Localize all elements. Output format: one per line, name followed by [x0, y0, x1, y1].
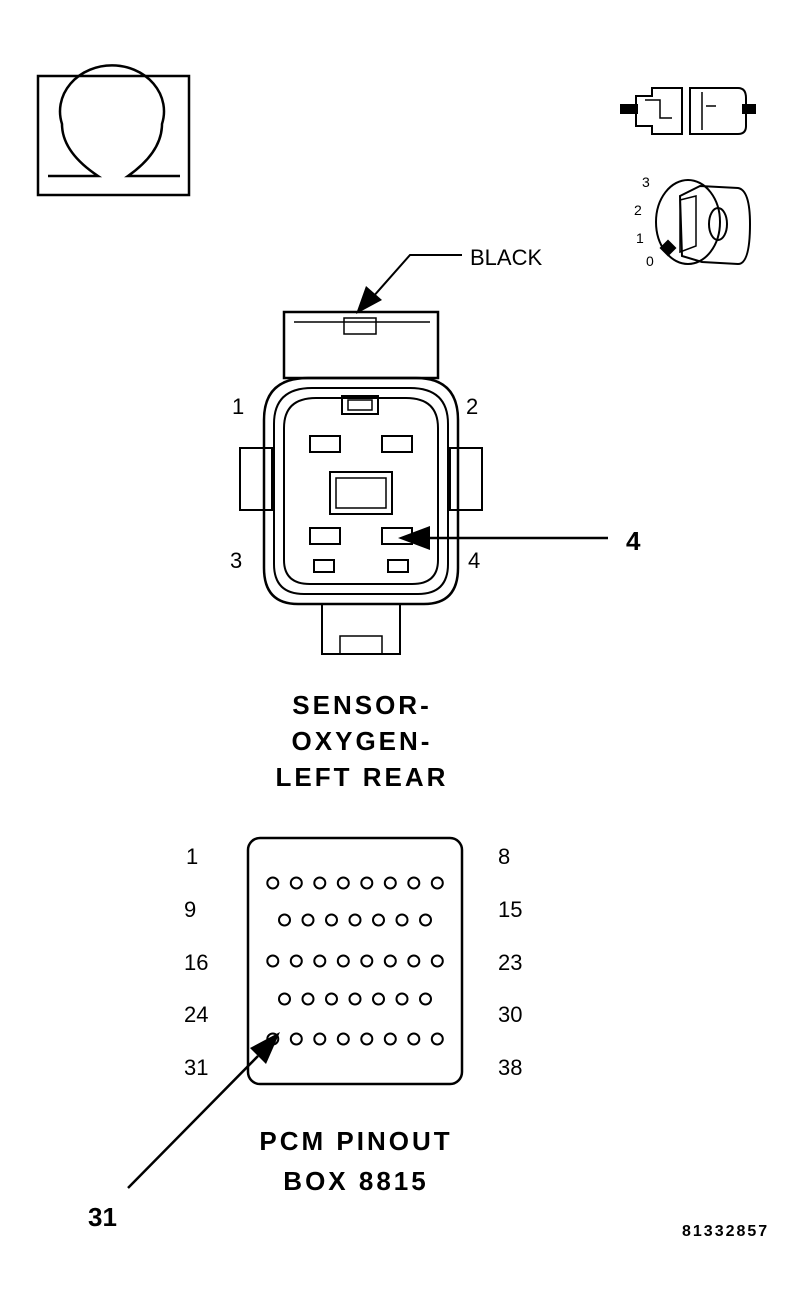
pcm-pin — [325, 992, 338, 1006]
pcm-pin — [407, 1032, 421, 1046]
pcm-pin — [430, 1032, 444, 1046]
pcm-pin — [430, 954, 444, 968]
pcm-pin — [419, 913, 432, 927]
pcm-row-left-label-2: 9 — [184, 897, 196, 922]
pcm-row-right-label-1: 8 — [498, 844, 510, 869]
pcm-pin — [348, 992, 362, 1006]
wire-color-callout: BLACK — [356, 245, 542, 314]
pcm-pin — [407, 876, 421, 890]
pcm-pin — [383, 876, 397, 890]
pcm-pin — [395, 913, 409, 927]
pcm-row-right-label-5: 38 — [498, 1055, 522, 1080]
pcm-row-left-label-3: 16 — [184, 950, 208, 975]
connector-title: SENSOR- OXYGEN- LEFT REAR — [276, 690, 449, 792]
cavity-label-3: 3 — [230, 548, 242, 573]
pcm-pin — [336, 1032, 350, 1046]
pcm-pinout-box: 1 9 16 24 31 8 15 23 30 38 — [184, 836, 522, 1086]
pcm-pin — [325, 913, 338, 927]
pcm-pin — [313, 876, 327, 890]
pcm-pin — [383, 954, 397, 968]
pin-31-callout-label: 31 — [88, 1202, 117, 1232]
pcm-pin — [278, 913, 291, 927]
pcm-pin — [278, 992, 291, 1006]
ignition-position-3: 3 — [642, 174, 650, 190]
ignition-position-2: 2 — [634, 202, 642, 218]
pcm-pin — [289, 876, 303, 890]
pcm-title-line-2: BOX 8815 — [283, 1166, 428, 1196]
pcm-row-right-label-2: 15 — [498, 897, 522, 922]
pcm-pin — [301, 992, 315, 1006]
ignition-key-off-icon: 3 2 1 0 — [634, 174, 752, 269]
oxygen-sensor-connector: 1 2 3 4 — [230, 310, 483, 655]
pcm-pin — [289, 954, 303, 968]
pcm-row-right-label-4: 30 — [498, 1002, 522, 1027]
pcm-pin — [266, 954, 280, 968]
connector-disconnected-icon — [620, 87, 756, 135]
pcm-row-right-label-3: 23 — [498, 950, 522, 975]
pcm-pin — [301, 913, 315, 927]
ignition-position-1: 1 — [636, 230, 644, 246]
pcm-pin — [430, 876, 444, 890]
pcm-pin — [336, 954, 350, 968]
pcm-pin — [336, 876, 350, 890]
pcm-pin — [372, 913, 385, 927]
pcm-pin — [360, 954, 374, 968]
pin-31-callout: 31 — [88, 1032, 280, 1232]
pcm-row-left-label-4: 24 — [184, 1002, 208, 1027]
pcm-pin — [419, 992, 432, 1006]
pcm-pin — [407, 954, 421, 968]
pcm-row-left-label-5: 31 — [184, 1055, 208, 1080]
pcm-pin — [266, 876, 280, 890]
pcm-pin — [313, 1032, 327, 1046]
pin-4-callout-label: 4 — [626, 526, 641, 556]
cavity-label-2: 2 — [466, 394, 478, 419]
connector-title-line-3: LEFT REAR — [276, 762, 449, 792]
pcm-pin — [360, 1032, 374, 1046]
pcm-row-left-label-1: 1 — [186, 844, 198, 869]
pcm-pin — [313, 954, 327, 968]
pcm-pin-grid — [266, 876, 444, 1046]
cavity-label-4: 4 — [468, 548, 480, 573]
cavity-label-1: 1 — [232, 394, 244, 419]
figure-id: 81332857 — [682, 1223, 769, 1240]
pcm-title: PCM PINOUT BOX 8815 — [259, 1126, 452, 1196]
connector-title-line-1: SENSOR- — [292, 690, 431, 720]
pcm-pin — [383, 1032, 397, 1046]
wire-color-label: BLACK — [470, 245, 542, 270]
pcm-pin — [372, 992, 385, 1006]
pcm-pin — [395, 992, 409, 1006]
pin-4-callout: 4 — [398, 526, 641, 556]
ohm-meter-icon — [36, 64, 191, 197]
pcm-pin — [360, 876, 374, 890]
ignition-position-0: 0 — [646, 253, 654, 269]
pcm-pin — [289, 1032, 303, 1046]
pcm-title-line-1: PCM PINOUT — [259, 1126, 452, 1156]
pcm-pin — [348, 913, 362, 927]
connector-title-line-2: OXYGEN- — [292, 726, 433, 756]
